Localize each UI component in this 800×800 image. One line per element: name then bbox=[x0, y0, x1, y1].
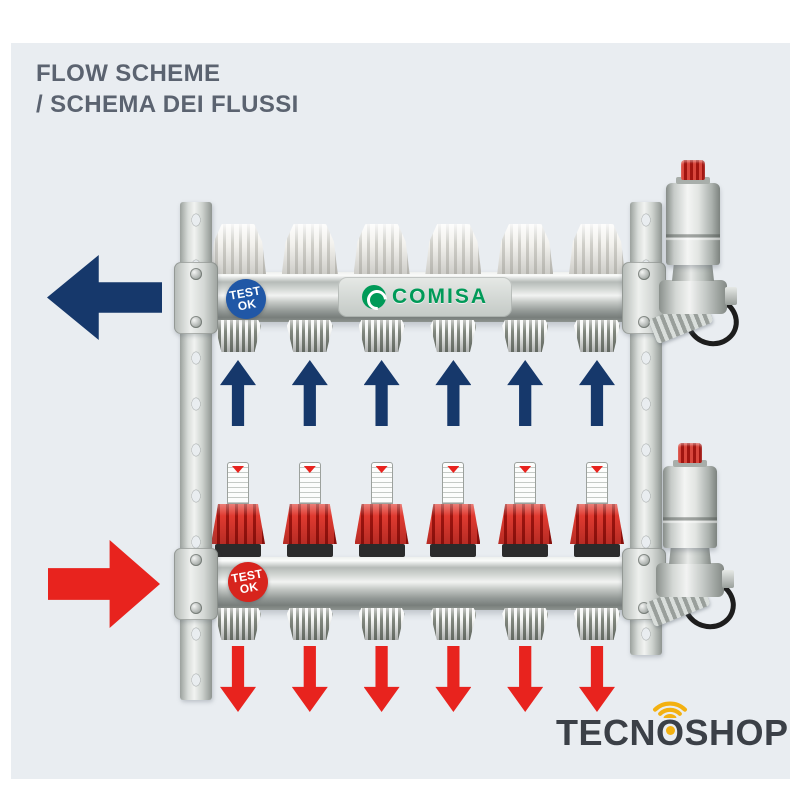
flow-meter-red-cap bbox=[426, 504, 481, 544]
valve-caps-row bbox=[210, 224, 625, 274]
logo-letter-o: O bbox=[653, 701, 688, 754]
valve-hex-nut bbox=[672, 265, 714, 281]
flow-down-arrow-icon bbox=[435, 646, 472, 712]
badge-text-line2: OK bbox=[236, 296, 258, 314]
title-line-1: FLOW SCHEME bbox=[36, 60, 221, 87]
flow-meter bbox=[282, 462, 337, 558]
flow-up-arrow-icon bbox=[578, 360, 615, 426]
pipe-connection-nut bbox=[215, 320, 261, 352]
vent-cap-base bbox=[676, 177, 710, 184]
pipe-connection-nut bbox=[286, 608, 333, 640]
flow-up-arrow-icon bbox=[507, 360, 544, 426]
manual-valve-cap bbox=[568, 224, 625, 274]
flow-down-arrow-icon bbox=[507, 646, 544, 712]
flow-meter-red-cap bbox=[498, 504, 553, 544]
flow-meter-indicator bbox=[590, 466, 603, 473]
logo-text-prefix: TECN bbox=[556, 712, 656, 753]
air-vent-valve-bottom bbox=[642, 443, 743, 643]
air-vent-valve-top bbox=[645, 160, 746, 360]
flow-meter bbox=[211, 462, 265, 558]
flow-meter-indicator bbox=[519, 466, 532, 473]
return-connection-nuts-row bbox=[215, 320, 620, 352]
supply-connection-nuts-row bbox=[215, 608, 620, 640]
flow-meter-indicator bbox=[375, 466, 388, 473]
valve-side-port bbox=[722, 570, 734, 588]
flow-meters-row bbox=[211, 462, 624, 558]
comisa-brand-text: COMISA bbox=[392, 285, 488, 308]
flow-up-arrow-icon bbox=[220, 360, 256, 426]
title-line-2: / SCHEMA DEI FLUSSI bbox=[36, 91, 299, 118]
pipe-connection-nut bbox=[358, 320, 405, 352]
return-flow-arrows-row bbox=[220, 360, 615, 426]
flow-up-arrow-icon bbox=[291, 360, 328, 426]
flow-meter-red-cap bbox=[354, 504, 409, 544]
flow-meter-collar bbox=[358, 544, 405, 557]
pipe-connection-nut bbox=[358, 608, 405, 640]
flow-meter-red-cap bbox=[282, 504, 337, 544]
badge-text-line2: OK bbox=[238, 579, 260, 597]
manual-valve-cap bbox=[497, 224, 554, 274]
supply-manifold-bar bbox=[196, 557, 642, 610]
flow-meter-sight-tube bbox=[298, 462, 321, 504]
flow-meter-collar bbox=[573, 544, 620, 557]
flow-meter bbox=[354, 462, 409, 558]
flow-down-arrow-icon bbox=[220, 646, 256, 712]
pipe-connection-nut bbox=[502, 608, 549, 640]
flow-meter bbox=[498, 462, 553, 558]
flow-meter-sight-tube bbox=[227, 462, 249, 504]
flow-meter-indicator bbox=[447, 466, 460, 473]
flow-meter-collar bbox=[430, 544, 477, 557]
flow-meter bbox=[426, 462, 481, 558]
pipe-connection-nut bbox=[573, 608, 620, 640]
flow-meter-red-cap bbox=[211, 504, 265, 544]
manual-valve-cap bbox=[425, 224, 482, 274]
flow-meter bbox=[569, 462, 624, 558]
vent-cylinder bbox=[663, 466, 717, 548]
pipe-connection-nut bbox=[215, 608, 261, 640]
flow-up-arrow-icon bbox=[363, 360, 400, 426]
wifi-icon bbox=[653, 701, 688, 718]
flow-down-arrow-icon bbox=[291, 646, 328, 712]
valve-hex-nut bbox=[669, 548, 711, 564]
flow-meter-sight-tube bbox=[585, 462, 608, 504]
flow-meter-red-cap bbox=[569, 504, 624, 544]
comisa-brand-icon bbox=[362, 285, 386, 309]
supply-flow-arrows-row bbox=[220, 646, 615, 712]
pipe-connection-nut bbox=[430, 320, 477, 352]
flow-meter-collar bbox=[215, 544, 261, 557]
flow-meter-indicator bbox=[232, 466, 244, 473]
rail-clamp-bottom-left bbox=[174, 548, 218, 620]
rail-clamp-top-left bbox=[174, 262, 218, 334]
pipe-connection-nut bbox=[430, 608, 477, 640]
flow-meter-indicator bbox=[303, 466, 316, 473]
valve-tee-body bbox=[659, 280, 727, 314]
manual-valve-cap bbox=[353, 224, 410, 274]
flow-meter-collar bbox=[502, 544, 549, 557]
flow-meter-sight-tube bbox=[514, 462, 537, 504]
valve-tee-body bbox=[656, 563, 724, 597]
pipe-connection-nut bbox=[502, 320, 549, 352]
vent-cylinder bbox=[666, 183, 720, 265]
vent-cap-base bbox=[673, 460, 707, 467]
vent-red-cap bbox=[678, 443, 702, 463]
flow-down-arrow-icon bbox=[363, 646, 400, 712]
comisa-logo: COMISA bbox=[338, 277, 512, 317]
vent-red-cap bbox=[681, 160, 705, 180]
manual-valve-cap bbox=[210, 224, 266, 274]
valve-side-port bbox=[725, 287, 737, 305]
tecnoshop-logo: TECN O SHOP bbox=[556, 701, 789, 754]
flow-up-arrow-icon bbox=[435, 360, 472, 426]
flow-down-arrow-icon bbox=[578, 646, 615, 712]
manual-valve-cap bbox=[281, 224, 338, 274]
flow-scheme-title: FLOW SCHEME / SCHEMA DEI FLUSSI bbox=[36, 58, 299, 120]
logo-text-suffix: SHOP bbox=[684, 712, 789, 753]
flow-meter-sight-tube bbox=[370, 462, 393, 504]
pipe-connection-nut bbox=[573, 320, 620, 352]
flow-meter-sight-tube bbox=[442, 462, 465, 504]
pipe-connection-nut bbox=[286, 320, 333, 352]
flow-meter-collar bbox=[286, 544, 333, 557]
logo-dot-icon bbox=[665, 726, 675, 735]
